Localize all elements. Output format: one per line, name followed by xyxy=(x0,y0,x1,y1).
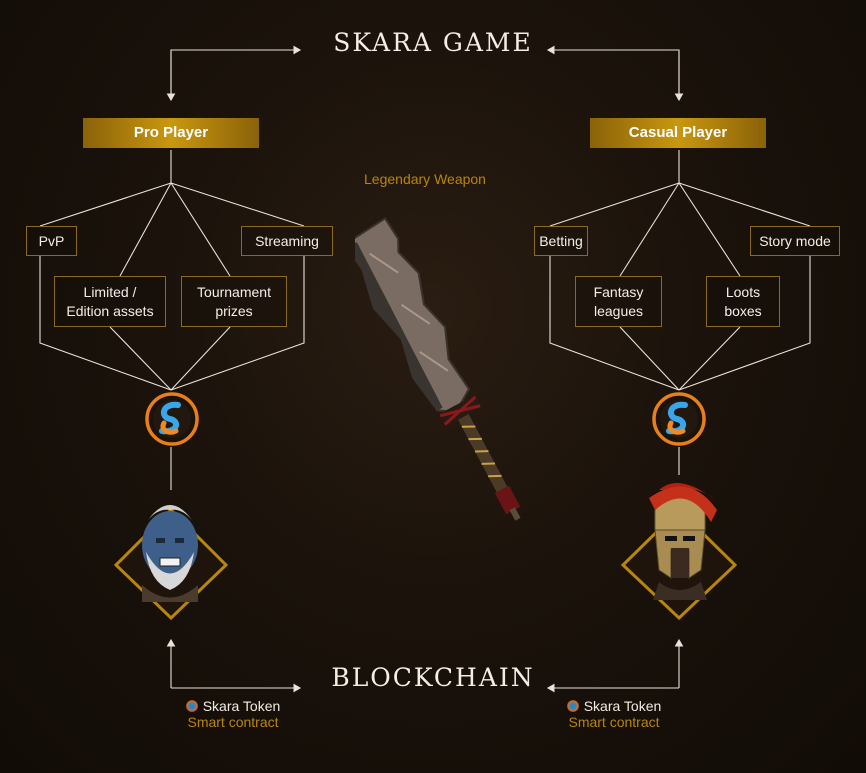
top-title: SKARA GAME xyxy=(333,28,533,57)
pro-item-streaming: Streaming xyxy=(241,226,333,256)
legend-token-label: Skara Token xyxy=(583,698,662,714)
casual-player-header: Casual Player xyxy=(590,118,766,148)
legend-left: Skara Token Smart contract xyxy=(153,698,313,730)
skara-token-mini-icon xyxy=(566,700,579,712)
legend-contract-label: Smart contract xyxy=(568,714,660,730)
legendary-sword-icon xyxy=(355,217,521,521)
bottom-title: BLOCKCHAIN xyxy=(331,663,535,692)
skara-token-mini-icon xyxy=(185,700,198,712)
pro-item-limited-edition: Limited / Edition assets xyxy=(54,276,166,327)
skara-token-icon xyxy=(652,392,706,446)
casual-item-fantasy-leagues: Fantasy leagues xyxy=(575,276,662,327)
skara-token-icon xyxy=(145,392,199,446)
spartan-avatar-icon xyxy=(620,482,738,620)
weapon-label: Legendary Weapon xyxy=(364,171,486,187)
arrow-top-right xyxy=(546,45,680,100)
casual-item-story-mode: Story mode xyxy=(750,226,840,256)
dwarf-avatar-icon xyxy=(113,505,229,620)
pro-item-pvp: PvP xyxy=(26,226,77,256)
legend-token-label: Skara Token xyxy=(202,698,281,714)
legend-contract-label: Smart contract xyxy=(187,714,279,730)
casual-item-betting: Betting xyxy=(534,226,588,256)
pro-player-header: Pro Player xyxy=(83,118,259,148)
legend-right: Skara Token Smart contract xyxy=(534,698,694,730)
arrow-top-left xyxy=(170,45,302,100)
casual-item-loot-boxes: Loots boxes xyxy=(706,276,780,327)
pro-item-tournament: Tournament prizes xyxy=(181,276,287,327)
